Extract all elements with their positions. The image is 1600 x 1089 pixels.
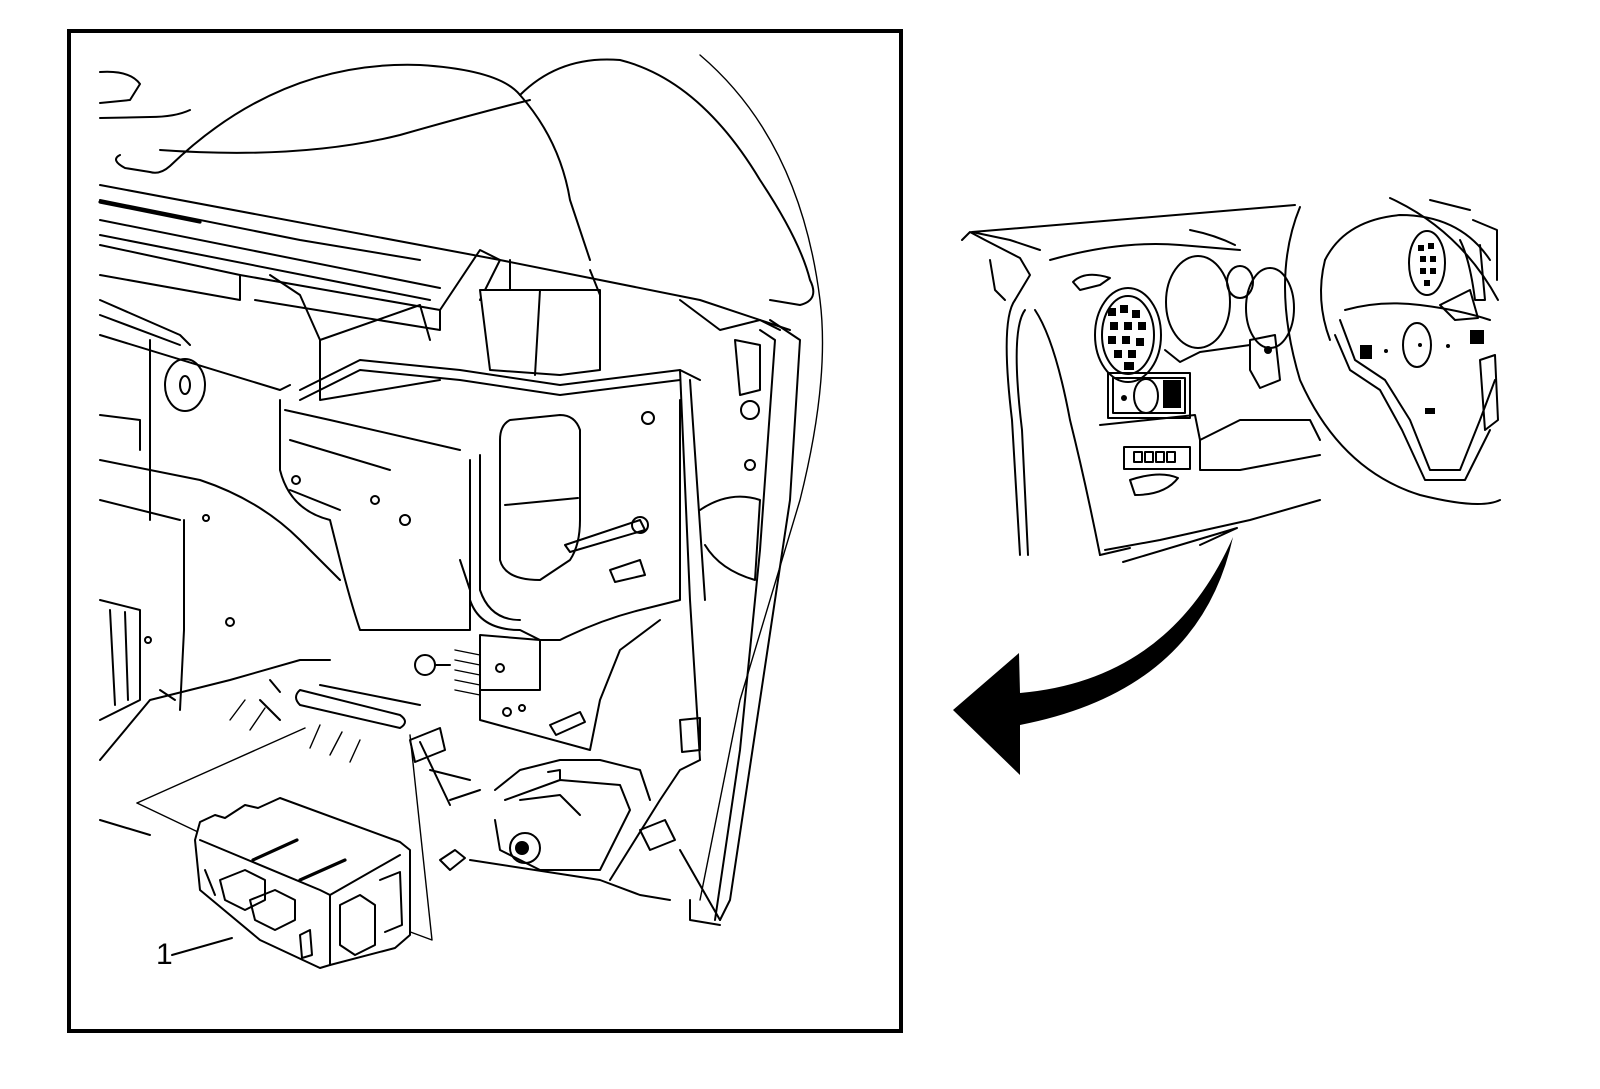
detail-frame — [67, 29, 903, 1033]
overview-dashboard — [961, 197, 1501, 556]
callout-label-1: 1 — [156, 938, 173, 971]
control-module — [136, 727, 433, 969]
callout-leader-1 — [171, 937, 233, 956]
curved-arrow-left-icon — [953, 537, 1233, 775]
arrow-leader-line — [1122, 527, 1238, 563]
wheel-vent-grille — [1418, 243, 1436, 286]
vent-grille — [1108, 305, 1146, 370]
detail-view — [98, 54, 824, 926]
